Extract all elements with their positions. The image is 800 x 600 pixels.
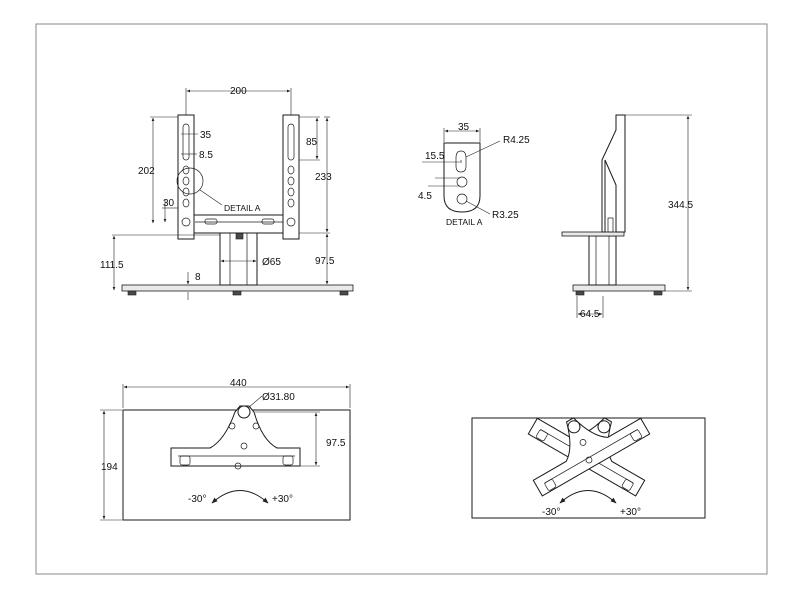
side-dim-64-5: 64.5 — [580, 309, 600, 320]
top-dim-97-5: 97.5 — [326, 438, 346, 449]
detail-dim-15-5: 15.5 — [425, 151, 445, 162]
side-crossbar — [561, 231, 625, 237]
rot-pos30: +30° — [620, 507, 641, 518]
dim-35: 35 — [200, 130, 212, 141]
side-upright — [601, 114, 626, 233]
top-rotation-arrow — [211, 490, 269, 504]
side-view: 344.5 64.5 — [561, 114, 693, 320]
detail-a-callout — [176, 167, 204, 195]
crossbar — [180, 214, 297, 234]
detail-dim-35: 35 — [458, 122, 470, 133]
dim-8-5: 8.5 — [199, 150, 213, 161]
front-view: DETAIL A 200 35 8.5 202 30 85 233 97.5 — [100, 86, 354, 300]
top-view: -30° +30° 440 Ø31.80 97.5 194 — [100, 378, 351, 521]
dim-8: 8 — [195, 272, 201, 283]
drawing-frame — [35, 23, 768, 575]
top-rot-pos30: +30° — [272, 494, 293, 505]
base-foot-right — [339, 290, 349, 296]
dim-111-5: 111.5 — [100, 260, 124, 271]
detail-a-view: 35 R4.25 15.5 4.5 R3.25 DETAIL A — [418, 122, 530, 227]
dim-97-5: 97.5 — [315, 256, 335, 267]
detail-dim-4-5: 4.5 — [418, 191, 432, 202]
detail-r3-25: R3.25 — [492, 210, 519, 221]
base-foot-left — [127, 290, 137, 296]
base-foot-center — [232, 290, 242, 296]
side-column — [588, 235, 617, 286]
top-rot-neg30: -30° — [188, 494, 206, 505]
detail-a-label: DETAIL A — [224, 203, 261, 213]
dim-202: 202 — [138, 166, 155, 177]
rotated-view: -30° +30° — [471, 417, 706, 519]
side-base-plate — [572, 284, 666, 292]
top-dim-194: 194 — [101, 462, 118, 473]
column — [219, 232, 258, 286]
top-dim-440: 440 — [230, 378, 247, 389]
base-plate — [121, 284, 354, 292]
top-dim-phi31-80: Ø31.80 — [262, 392, 295, 403]
detail-bracket — [443, 142, 481, 213]
rot-neg30: -30° — [542, 507, 560, 518]
dim-200: 200 — [230, 86, 247, 97]
dim-85: 85 — [306, 137, 318, 148]
dim-30: 30 — [163, 198, 175, 209]
dim-phi65: Ø65 — [262, 257, 281, 268]
side-dim-344-5: 344.5 — [668, 200, 693, 211]
rot-rotation-arrow — [559, 490, 617, 504]
detail-a-title: DETAIL A — [446, 217, 483, 227]
top-bracket — [170, 405, 301, 467]
dim-233: 233 — [315, 172, 332, 183]
detail-r4-25: R4.25 — [503, 135, 530, 146]
rot-bracket-negative — [532, 417, 651, 497]
